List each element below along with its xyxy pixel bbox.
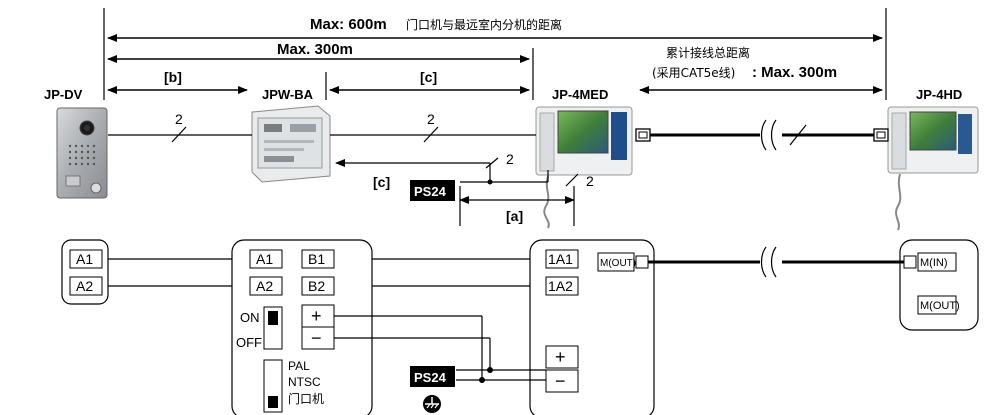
jp-dv-label: JP-DV [44, 87, 83, 102]
door-terminal-a2: A2 [76, 278, 93, 294]
cumulative-desc: 累计接线总距离 [666, 45, 750, 60]
switch-ntsc-label: NTSC [288, 375, 321, 389]
switch-off-label: OFF [236, 335, 262, 350]
door-terminal-a1: A1 [76, 251, 93, 267]
ps24-bottom: PS24 [410, 366, 455, 387]
master-monitor-image [535, 106, 633, 229]
top-wiring [108, 126, 579, 226]
master-minus: − [555, 371, 566, 391]
wire-count-1: 2 [175, 111, 183, 127]
adaptor-image [251, 105, 331, 183]
dimension-b-c: [b] [c] [107, 69, 530, 100]
adaptor-plus: + [311, 306, 322, 326]
max-600-desc: 门口机与最远室内分机的距离 [406, 17, 562, 32]
switch-on-label: ON [240, 310, 260, 325]
switch-door-label: 门口机 [288, 391, 324, 406]
ps24-top: PS24 [410, 180, 455, 201]
wire-count-2: 2 [427, 111, 435, 127]
door-terminal-box: A1 A2 [61, 239, 109, 305]
adaptor-terminal-a2: A2 [256, 278, 273, 294]
door-station-image [56, 107, 108, 199]
jp-4med-label: JP-4MED [552, 87, 608, 102]
master-terminal-1a1: 1A1 [548, 251, 573, 267]
wire-count-4: 2 [586, 173, 594, 189]
dim-a-label: [a] [506, 208, 523, 224]
adaptor-terminal-a1: A1 [256, 251, 273, 267]
adaptor-terminal-b1: B1 [308, 251, 325, 267]
ps24-bottom-label: PS24 [414, 370, 447, 385]
adaptor-terminal-b2: B2 [308, 278, 325, 294]
dim-c-label: [c] [420, 69, 437, 85]
dimension-max-600: Max: 600m 门口机与最远室内分机的距离 [103, 8, 887, 100]
bottom-wiring [108, 258, 546, 381]
max-600-label: Max: 600m [310, 16, 387, 33]
adaptor-terminal-box: A1 A2 B1 B2 + − ON OFF PAL NTSC 门口机 [231, 239, 373, 415]
cat5e-cable-bottom [648, 246, 904, 278]
max-300-label: Max. 300m [277, 41, 353, 58]
dim-b-label: [b] [164, 69, 182, 85]
master-plus: + [555, 347, 566, 367]
ground-icon [423, 395, 441, 413]
cat5e-cable-top [635, 119, 889, 151]
adaptor-minus: − [311, 328, 322, 348]
junction-dots [479, 179, 493, 383]
sub-terminal-box: M(IN) M(OUT) [899, 239, 979, 331]
wire-count-3: 2 [506, 151, 514, 167]
dimension-max-300: Max. 300m [107, 41, 534, 100]
dimension-cumulative: 累计接线总距离 (采用CAT5e线) : Max. 300m [639, 45, 883, 94]
cable-type-label: (采用CAT5e线) [652, 66, 735, 80]
jpw-ba-label: JPW-BA [262, 87, 314, 102]
sub-min-label: M(IN) [920, 257, 948, 269]
switch-pal-label: PAL [288, 359, 310, 373]
sub-mout-label: M(OUT) [920, 300, 960, 312]
master-mout-label: M(OUT) [600, 258, 636, 269]
cable-max-label: : Max. 300m [752, 64, 837, 81]
jp-4hd-label: JP-4HD [916, 87, 962, 102]
dim-c2-label: [c] [373, 174, 390, 190]
sub-monitor-image [887, 106, 979, 231]
master-terminal-box: 1A1 1A2 M(OUT) + − [529, 239, 655, 415]
master-terminal-1a2: 1A2 [548, 278, 573, 294]
ps24-top-label: PS24 [414, 184, 447, 199]
